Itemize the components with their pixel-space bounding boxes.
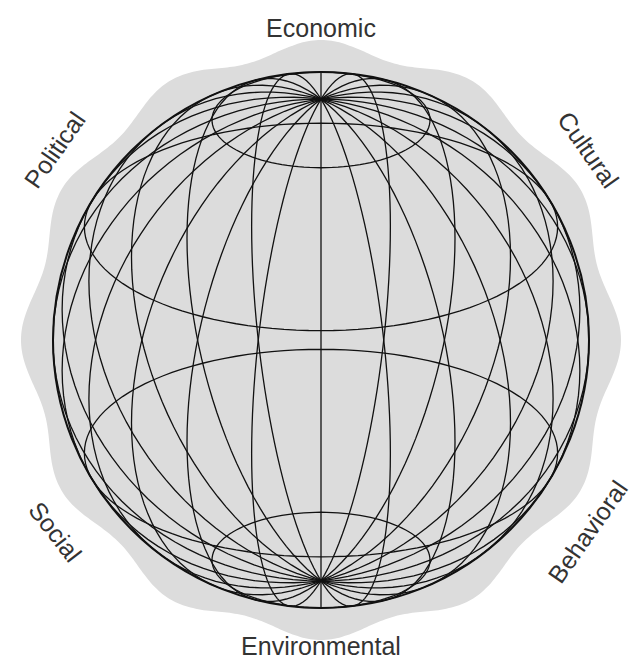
graticule-line xyxy=(187,79,455,602)
graticule-line xyxy=(212,512,430,608)
dimension-label: Economic xyxy=(266,16,376,41)
graticule-line xyxy=(131,85,510,595)
globe-graticule xyxy=(53,72,589,608)
graticule-line xyxy=(62,97,580,582)
graticule-line xyxy=(89,92,553,588)
dimension-label: Environmental xyxy=(241,634,401,659)
wavy-background xyxy=(21,40,621,640)
graticule-line xyxy=(53,99,589,581)
graticule-line xyxy=(84,123,557,330)
graticule-line xyxy=(252,74,391,606)
graticule-line xyxy=(187,79,455,602)
graticule-line xyxy=(212,72,430,168)
graticule-line xyxy=(131,85,510,595)
graticule-line xyxy=(84,349,557,556)
globe-outline xyxy=(53,72,589,608)
graticule-line xyxy=(89,92,553,588)
graticule-line xyxy=(252,74,391,606)
graticule-line xyxy=(320,72,321,608)
graticule-line xyxy=(62,97,580,582)
